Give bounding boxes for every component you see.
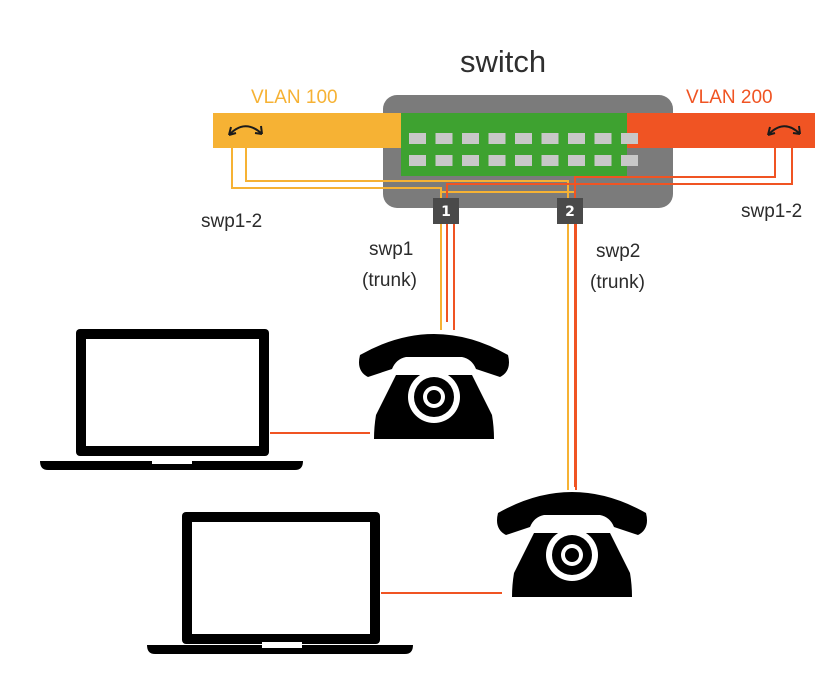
- port-slot: [568, 133, 585, 144]
- port-slot: [594, 133, 612, 144]
- port-slot: [515, 155, 532, 166]
- switch-title: switch: [460, 44, 547, 79]
- port-slot: [594, 155, 612, 166]
- port-slot: [435, 133, 453, 144]
- bridge-label-left: swp1-2: [201, 211, 263, 232]
- laptop-2-icon: [147, 512, 413, 654]
- port-slot: [409, 155, 426, 166]
- bridge-arrow-left-icon: [228, 125, 263, 136]
- port-2-badge: 2: [557, 198, 583, 224]
- port-slot: [409, 133, 426, 144]
- bridge-label-right: swp1-2: [741, 201, 803, 222]
- port-2-name: swp2: [596, 241, 641, 262]
- port-slot: [462, 155, 479, 166]
- vlan-200-label: VLAN 200: [686, 87, 773, 108]
- laptop-1-icon: [40, 329, 303, 470]
- port-1-mode: (trunk): [362, 270, 417, 291]
- port-2-mode: (trunk): [590, 272, 645, 293]
- bridge-arrow-right-icon: [767, 125, 801, 136]
- vlan-200-bar: [627, 113, 815, 148]
- port-slot: [488, 155, 506, 166]
- port-slot: [621, 133, 638, 144]
- vlan-100-label: VLAN 100: [251, 87, 338, 108]
- vlan-200-link-outer: [446, 140, 793, 322]
- port-1-name: swp1: [369, 239, 414, 260]
- telephone-1-icon: [359, 334, 509, 439]
- port-slots: [409, 133, 638, 166]
- port-slot: [435, 155, 453, 166]
- port-1-badge: 1: [433, 198, 459, 224]
- port-1-number: 1: [441, 204, 451, 220]
- port-slot: [488, 133, 506, 144]
- telephone-2-icon: [497, 492, 647, 597]
- switch-port-panel: [401, 113, 627, 176]
- port-slot: [515, 133, 532, 144]
- port-2-number: 2: [565, 204, 575, 220]
- vlan-100-bar: [213, 113, 401, 148]
- port-slot: [541, 155, 559, 166]
- port-slot: [568, 155, 585, 166]
- vlan-links: [231, 140, 793, 594]
- port-slot: [541, 133, 559, 144]
- port-slot: [462, 133, 479, 144]
- port-slot: [621, 155, 638, 166]
